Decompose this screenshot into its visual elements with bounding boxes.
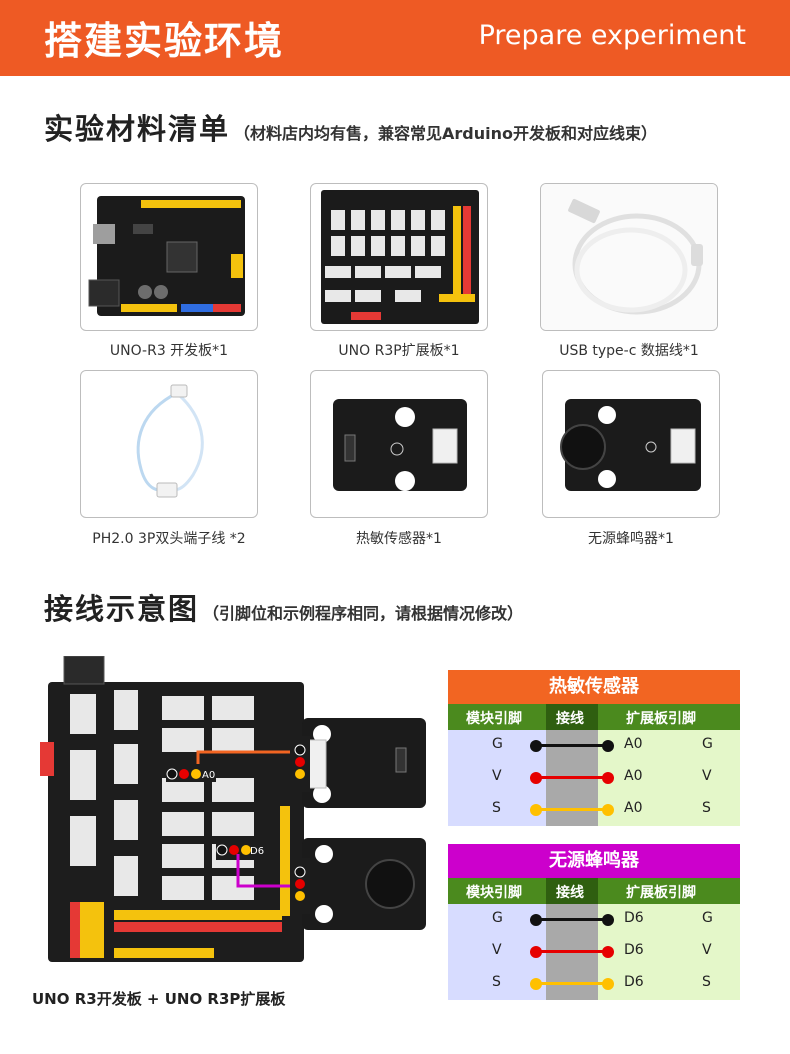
material-card-thermistor — [310, 370, 488, 518]
row-module-pin: G — [492, 910, 503, 926]
materials-note: （材料店内均有售，兼容常见Arduino开发板和对应线束） — [234, 124, 658, 143]
header-wire: 接线 — [556, 711, 584, 727]
row-board-pin: V — [702, 768, 712, 784]
header-module-pin: 模块引脚 — [466, 711, 522, 727]
row-board-pin: V — [702, 942, 712, 958]
wire-yellow — [536, 808, 608, 811]
row-port: A0 — [624, 736, 643, 752]
header-board-pin: 扩展板引脚 — [626, 711, 696, 727]
row-port: D6 — [624, 942, 644, 958]
row-board-pin: S — [702, 800, 711, 816]
row-port: D6 — [624, 910, 644, 926]
wire-end-dot — [530, 740, 542, 752]
row-board-pin: G — [702, 910, 713, 926]
materials-heading: 实验材料清单（材料店内均有售，兼容常见Arduino开发板和对应线束） — [44, 106, 657, 148]
table-body: G D6 G V D6 V S D6 S — [448, 904, 740, 1000]
wire-end-dot — [530, 914, 542, 926]
wiring-note: （引脚位和示例程序相同，请根据情况修改） — [203, 604, 524, 623]
board-pin-headers — [70, 806, 290, 958]
row-port: A0 — [624, 800, 643, 816]
material-caption-ph20-cable: PH2.0 3P双头端子线 *2 — [92, 531, 246, 547]
table-title: 无源蜂鸣器 — [448, 844, 740, 878]
wire-end-dot — [530, 978, 542, 990]
table-body: G A0 G V A0 V S A0 S — [448, 730, 740, 826]
row-module-pin: S — [492, 800, 501, 816]
material-caption-uno-r3: UNO-R3 开发板*1 — [109, 343, 229, 359]
wire-end-dot — [530, 946, 542, 958]
header-wire: 接线 — [556, 885, 584, 901]
wiring-table-buzzer: 无源蜂鸣器 模块引脚 接线 扩展板引脚 G D6 G V D6 V S D6 S — [448, 844, 740, 1000]
d6-port-label: D6 — [250, 846, 264, 857]
a0-port-label: A0 — [202, 770, 215, 781]
d6-cable — [236, 854, 296, 888]
material-card-r3p — [310, 183, 488, 331]
wire-end-dot — [602, 772, 614, 784]
material-caption-thermistor: 热敏传感器*1 — [356, 531, 442, 547]
ph20-cable-image — [136, 384, 204, 498]
row-port: A0 — [624, 768, 643, 784]
wire-end-dot — [602, 804, 614, 816]
thermistor-module-image — [333, 399, 467, 491]
wire-end-dot — [602, 740, 614, 752]
row-module-pin: V — [492, 768, 502, 784]
material-card-ph20-cable — [80, 370, 258, 518]
board-connectors — [70, 690, 254, 900]
a0-cable — [196, 750, 296, 764]
material-card-usb-cable — [540, 183, 718, 331]
material-caption-buzzer: 无源蜂鸣器*1 — [588, 531, 674, 547]
wire-red — [536, 950, 608, 953]
header-subtitle: Prepare experiment — [478, 20, 746, 51]
uno-r3-board-image — [88, 196, 245, 316]
materials-title: 实验材料清单 — [44, 112, 231, 146]
wire-end-dot — [602, 914, 614, 926]
material-card-buzzer — [542, 370, 720, 518]
row-board-pin: G — [702, 736, 713, 752]
header-module-pin: 模块引脚 — [466, 885, 522, 901]
wire-end-dot — [602, 946, 614, 958]
row-module-pin: V — [492, 942, 502, 958]
a0-port: A0 — [166, 762, 216, 782]
wire-red — [536, 776, 608, 779]
material-caption-usb-cable: USB type-c 数据线*1 — [559, 343, 699, 359]
row-port: D6 — [624, 974, 644, 990]
wiring-heading: 接线示意图（引脚位和示例程序相同，请根据情况修改） — [44, 586, 523, 628]
material-card-uno-r3 — [80, 183, 258, 331]
page-header: 搭建实验环境 Prepare experiment — [0, 0, 790, 76]
material-caption-r3p: UNO R3P扩展板*1 — [338, 343, 460, 359]
table-header: 模块引脚 接线 扩展板引脚 — [448, 704, 740, 730]
d6-port: D6 — [216, 840, 266, 860]
buzzer-module — [290, 838, 426, 930]
usb-cable-image — [541, 184, 717, 330]
wire-yellow — [536, 982, 608, 985]
thermistor-module — [290, 718, 426, 808]
wire-end-dot — [530, 804, 542, 816]
table-header: 模块引脚 接线 扩展板引脚 — [448, 878, 740, 904]
wiring-caption: UNO R3开发板 + UNO R3P扩展板 — [32, 990, 286, 1008]
wire-black — [536, 744, 608, 747]
wire-black — [536, 918, 608, 921]
r3p-expansion-board-image — [321, 190, 479, 324]
row-module-pin: G — [492, 736, 503, 752]
wire-end-dot — [530, 772, 542, 784]
row-board-pin: S — [702, 974, 711, 990]
table-title: 热敏传感器 — [448, 670, 740, 704]
wiring-title: 接线示意图 — [44, 592, 200, 626]
wire-end-dot — [602, 978, 614, 990]
wiring-diagram: A0 D6 — [40, 656, 426, 962]
header-board-pin: 扩展板引脚 — [626, 885, 696, 901]
buzzer-module-image — [560, 399, 701, 491]
wiring-table-thermistor: 热敏传感器 模块引脚 接线 扩展板引脚 G A0 G V A0 V S A0 S — [448, 670, 740, 826]
row-module-pin: S — [492, 974, 501, 990]
header-title: 搭建实验环境 — [44, 19, 285, 63]
